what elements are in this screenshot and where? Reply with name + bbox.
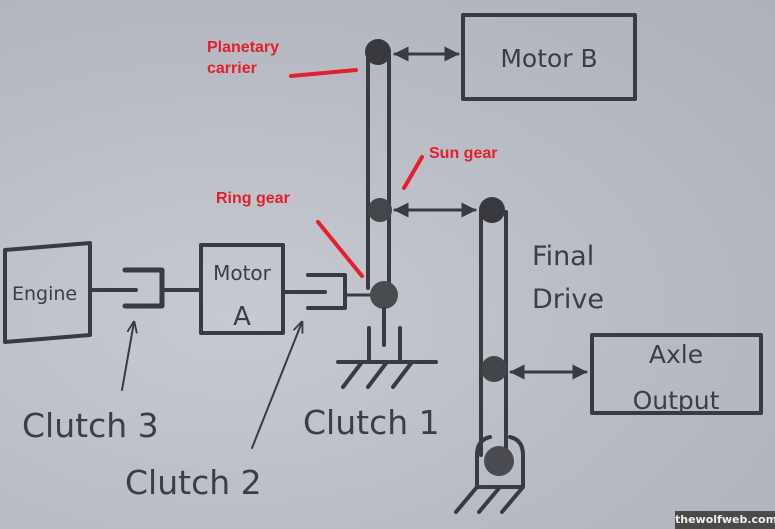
planetary-carrier-gear (365, 39, 391, 65)
motor-a-label-2: A (233, 302, 251, 332)
axle-label-2: Output (633, 386, 720, 415)
axle-label-1: Axle (649, 340, 703, 369)
watermark: thewolfweb.com (675, 511, 775, 529)
planetary-carrier-label-1: Planetary (207, 39, 279, 56)
engine-block: Engine (3, 241, 92, 344)
sun-gear (368, 198, 392, 222)
ring-gear-label: Ring gear (216, 190, 290, 207)
clutch-2-pointer (251, 322, 302, 449)
clutch-2-label: Clutch 2 (125, 463, 262, 502)
planetary-carrier-label-2: carrier (207, 60, 257, 77)
sun-gear-label: Sun gear (429, 145, 497, 162)
final-drive-label-1: Final (532, 241, 594, 272)
engine-label: Engine (12, 283, 77, 305)
motor-b-label: Motor B (500, 44, 597, 73)
final-drive-label-2: Drive (532, 284, 604, 315)
clutch-3 (122, 267, 202, 309)
axle-output-block: Axle Output (590, 333, 763, 415)
ring-gear (370, 281, 398, 309)
ring-gear-annotation: Ring gear (216, 190, 364, 278)
motor-a-label-1: Motor (213, 261, 272, 285)
clutch-1-label: Clutch 1 (303, 403, 440, 442)
motor-b-block: Motor B (461, 13, 637, 101)
motor-a-block: Motor A (199, 243, 285, 335)
clutch-3-pointer (121, 322, 134, 391)
clutch-2 (281, 273, 374, 310)
final-drive (454, 197, 525, 514)
sun-gear-annotation: Sun gear (402, 145, 497, 190)
clutch-1-ground (336, 326, 438, 389)
clutch-3-label: Clutch 3 (22, 406, 159, 445)
planetary-gearset (365, 39, 398, 347)
planetary-carrier-annotation: Planetary carrier (207, 39, 358, 78)
